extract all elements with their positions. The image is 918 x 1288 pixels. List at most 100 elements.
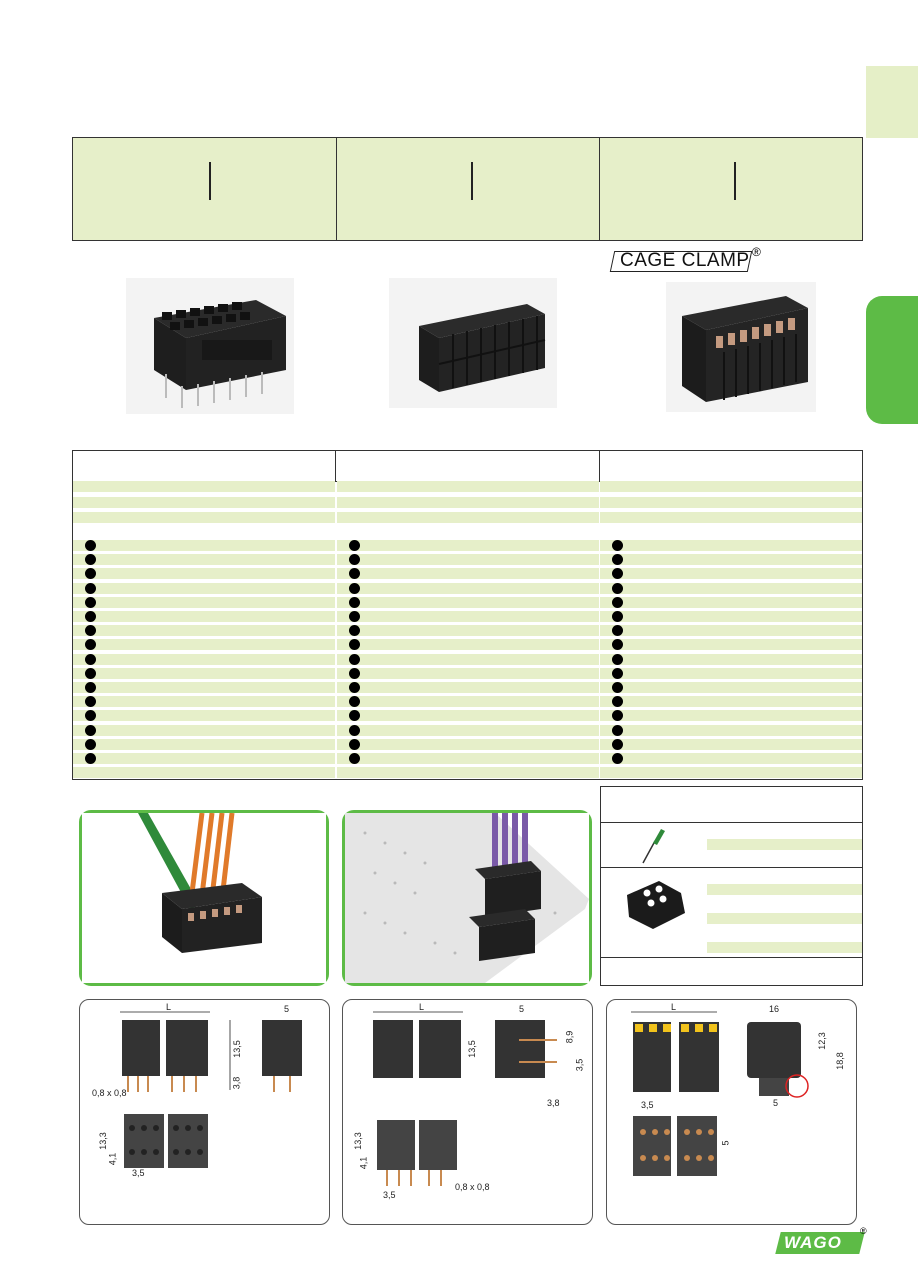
product-photo-3 [666,282,816,412]
table-row [73,540,862,551]
table-row [73,696,862,708]
table-row [73,710,862,722]
cage-clamp-mark: ® [752,245,761,259]
dim-width: 5 [284,1004,290,1014]
bullet-icon [612,639,623,651]
application-photo-2 [342,810,592,986]
bullet-icon [85,667,96,679]
dim-h1: 8,9 [564,1030,575,1044]
bullet-icon [349,639,360,651]
bullet-icon [349,596,360,608]
dim-pitch: 3,5 [383,1190,396,1200]
bullet-icon [85,682,96,693]
bullet-icon [612,625,623,637]
dimension-drawing-2: L 13,5 5 8,9 3,5 3,8 13,3 4,1 3,5 0,8 x … [342,999,593,1225]
dim-pin-height: 3,8 [547,1098,560,1108]
section-tab-light [866,66,918,138]
bullet-icon [85,639,96,651]
table-row [73,724,862,736]
accessory-row-3 [707,913,862,924]
table-row [73,512,862,523]
table-row [73,753,862,764]
bullet-icon [85,568,96,580]
bullet-icon [612,540,623,551]
bullet-icon [349,582,360,594]
table-row [73,596,862,608]
bullet-icon [349,554,360,566]
dim-h1: 12,3 [816,1032,827,1050]
section-tab-green[interactable] [866,296,918,424]
dim-h2: 18,8 [834,1052,845,1070]
product-table-header [73,451,862,482]
bullet-icon [85,653,96,665]
dim-height: 13,5 [231,1040,242,1058]
bullet-icon [612,611,623,622]
dim-height: 13,5 [466,1040,477,1058]
bullet-icon [85,753,96,764]
header-col-3 [599,138,862,240]
dim-foot: 5 [773,1098,779,1108]
bullet-icon [85,540,96,551]
bullet-icon [85,554,96,566]
table-row [73,639,862,651]
dim-pitch: 3,5 [132,1168,145,1178]
bullet-icon [349,696,360,708]
table-row [73,667,862,679]
bullet-icon [612,738,623,750]
accessory-row-4 [707,942,862,953]
table-row [73,653,862,665]
dim-length: L [671,1002,677,1012]
dimension-drawing-3: L 16 12,3 18,8 5 3,5 5 [606,999,857,1225]
accessories-table [600,786,863,986]
dim-row-offset: 4,1 [358,1156,369,1170]
table-row [73,582,862,594]
table-row [73,481,862,492]
bullet-icon [612,682,623,693]
bullet-icon [85,625,96,637]
application-photo-1 [79,810,329,986]
table-row [73,497,862,508]
dim-length: L [166,1002,172,1012]
bullet-icon [349,611,360,622]
dim-row-offset: 5 [720,1140,731,1146]
dim-pin-height: 3,8 [231,1076,242,1090]
bullet-icon [349,753,360,764]
bullet-icon [612,554,623,566]
bullet-icon [85,738,96,750]
bullet-icon [349,724,360,736]
table-row [73,738,862,750]
bullet-icon [349,625,360,637]
dim-pin-size: 0,8 x 0,8 [455,1182,490,1192]
screwdriver-icon [637,827,667,867]
bullet-icon [612,667,623,679]
table-row [73,568,862,580]
accessory-row-2 [707,884,862,895]
bullet-icon [612,710,623,722]
bullet-icon [612,696,623,708]
dim-depth: 13,3 [352,1132,363,1150]
bullet-icon [612,596,623,608]
header-band [72,137,863,241]
bullet-icon [349,682,360,693]
bullet-icon [85,582,96,594]
wago-registered: ® [860,1226,867,1236]
bullet-icon [349,568,360,580]
table-row [73,682,862,693]
bullet-icon [85,611,96,622]
product-table [72,450,863,780]
mounting-carrier-icon [619,877,691,933]
table-row [73,625,862,637]
bullet-icon [612,653,623,665]
wago-logo-text: WAGO [784,1233,842,1252]
bullet-icon [85,710,96,722]
bullet-icon [612,568,623,580]
product-photo-2 [389,278,557,408]
dim-pitch: 3,5 [641,1100,654,1110]
bullet-icon [612,724,623,736]
table-row [73,554,862,566]
bullet-icon [85,724,96,736]
dim-length: L [419,1002,425,1012]
bullet-icon [349,667,360,679]
bullet-icon [349,710,360,722]
cage-clamp-logo: CAGE CLAMP ® [609,245,761,273]
